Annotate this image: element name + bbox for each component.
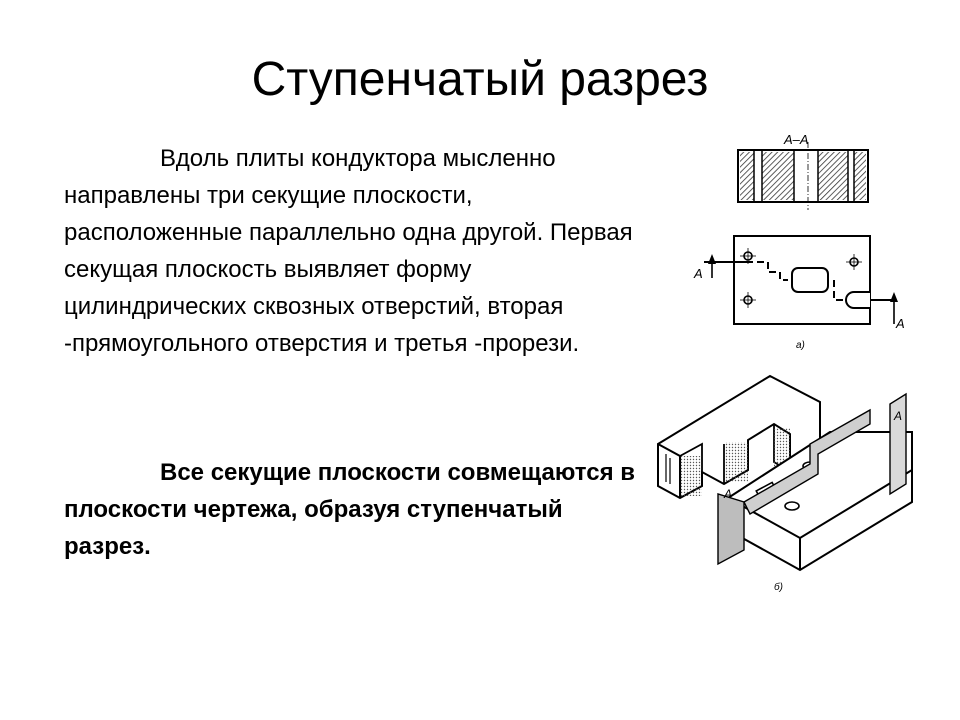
section-label: А–А (783, 132, 809, 147)
section-view (737, 142, 869, 210)
plane-label-iso-right: А (893, 409, 902, 423)
plane-label-iso-left: А (723, 487, 732, 501)
figure-a-caption: а) (796, 340, 805, 351)
isometric-drawing: А А б) (657, 374, 913, 593)
plan-view (704, 235, 898, 325)
body-paragraph: Вдоль плиты кондуктора мысленно направле… (64, 145, 633, 357)
orthographic-drawing: А–А (693, 132, 905, 351)
cut-half-upper (657, 374, 821, 500)
conclusion-paragraph: Все секущие плоскости совмещаются в плос… (64, 459, 635, 560)
figure-b-caption: б) (774, 581, 783, 593)
slide-title: Ступенчатый разрез (251, 53, 709, 106)
plane-label-right: А (895, 316, 905, 331)
plane-label-left: А (693, 266, 703, 281)
cutting-plane (717, 392, 907, 566)
